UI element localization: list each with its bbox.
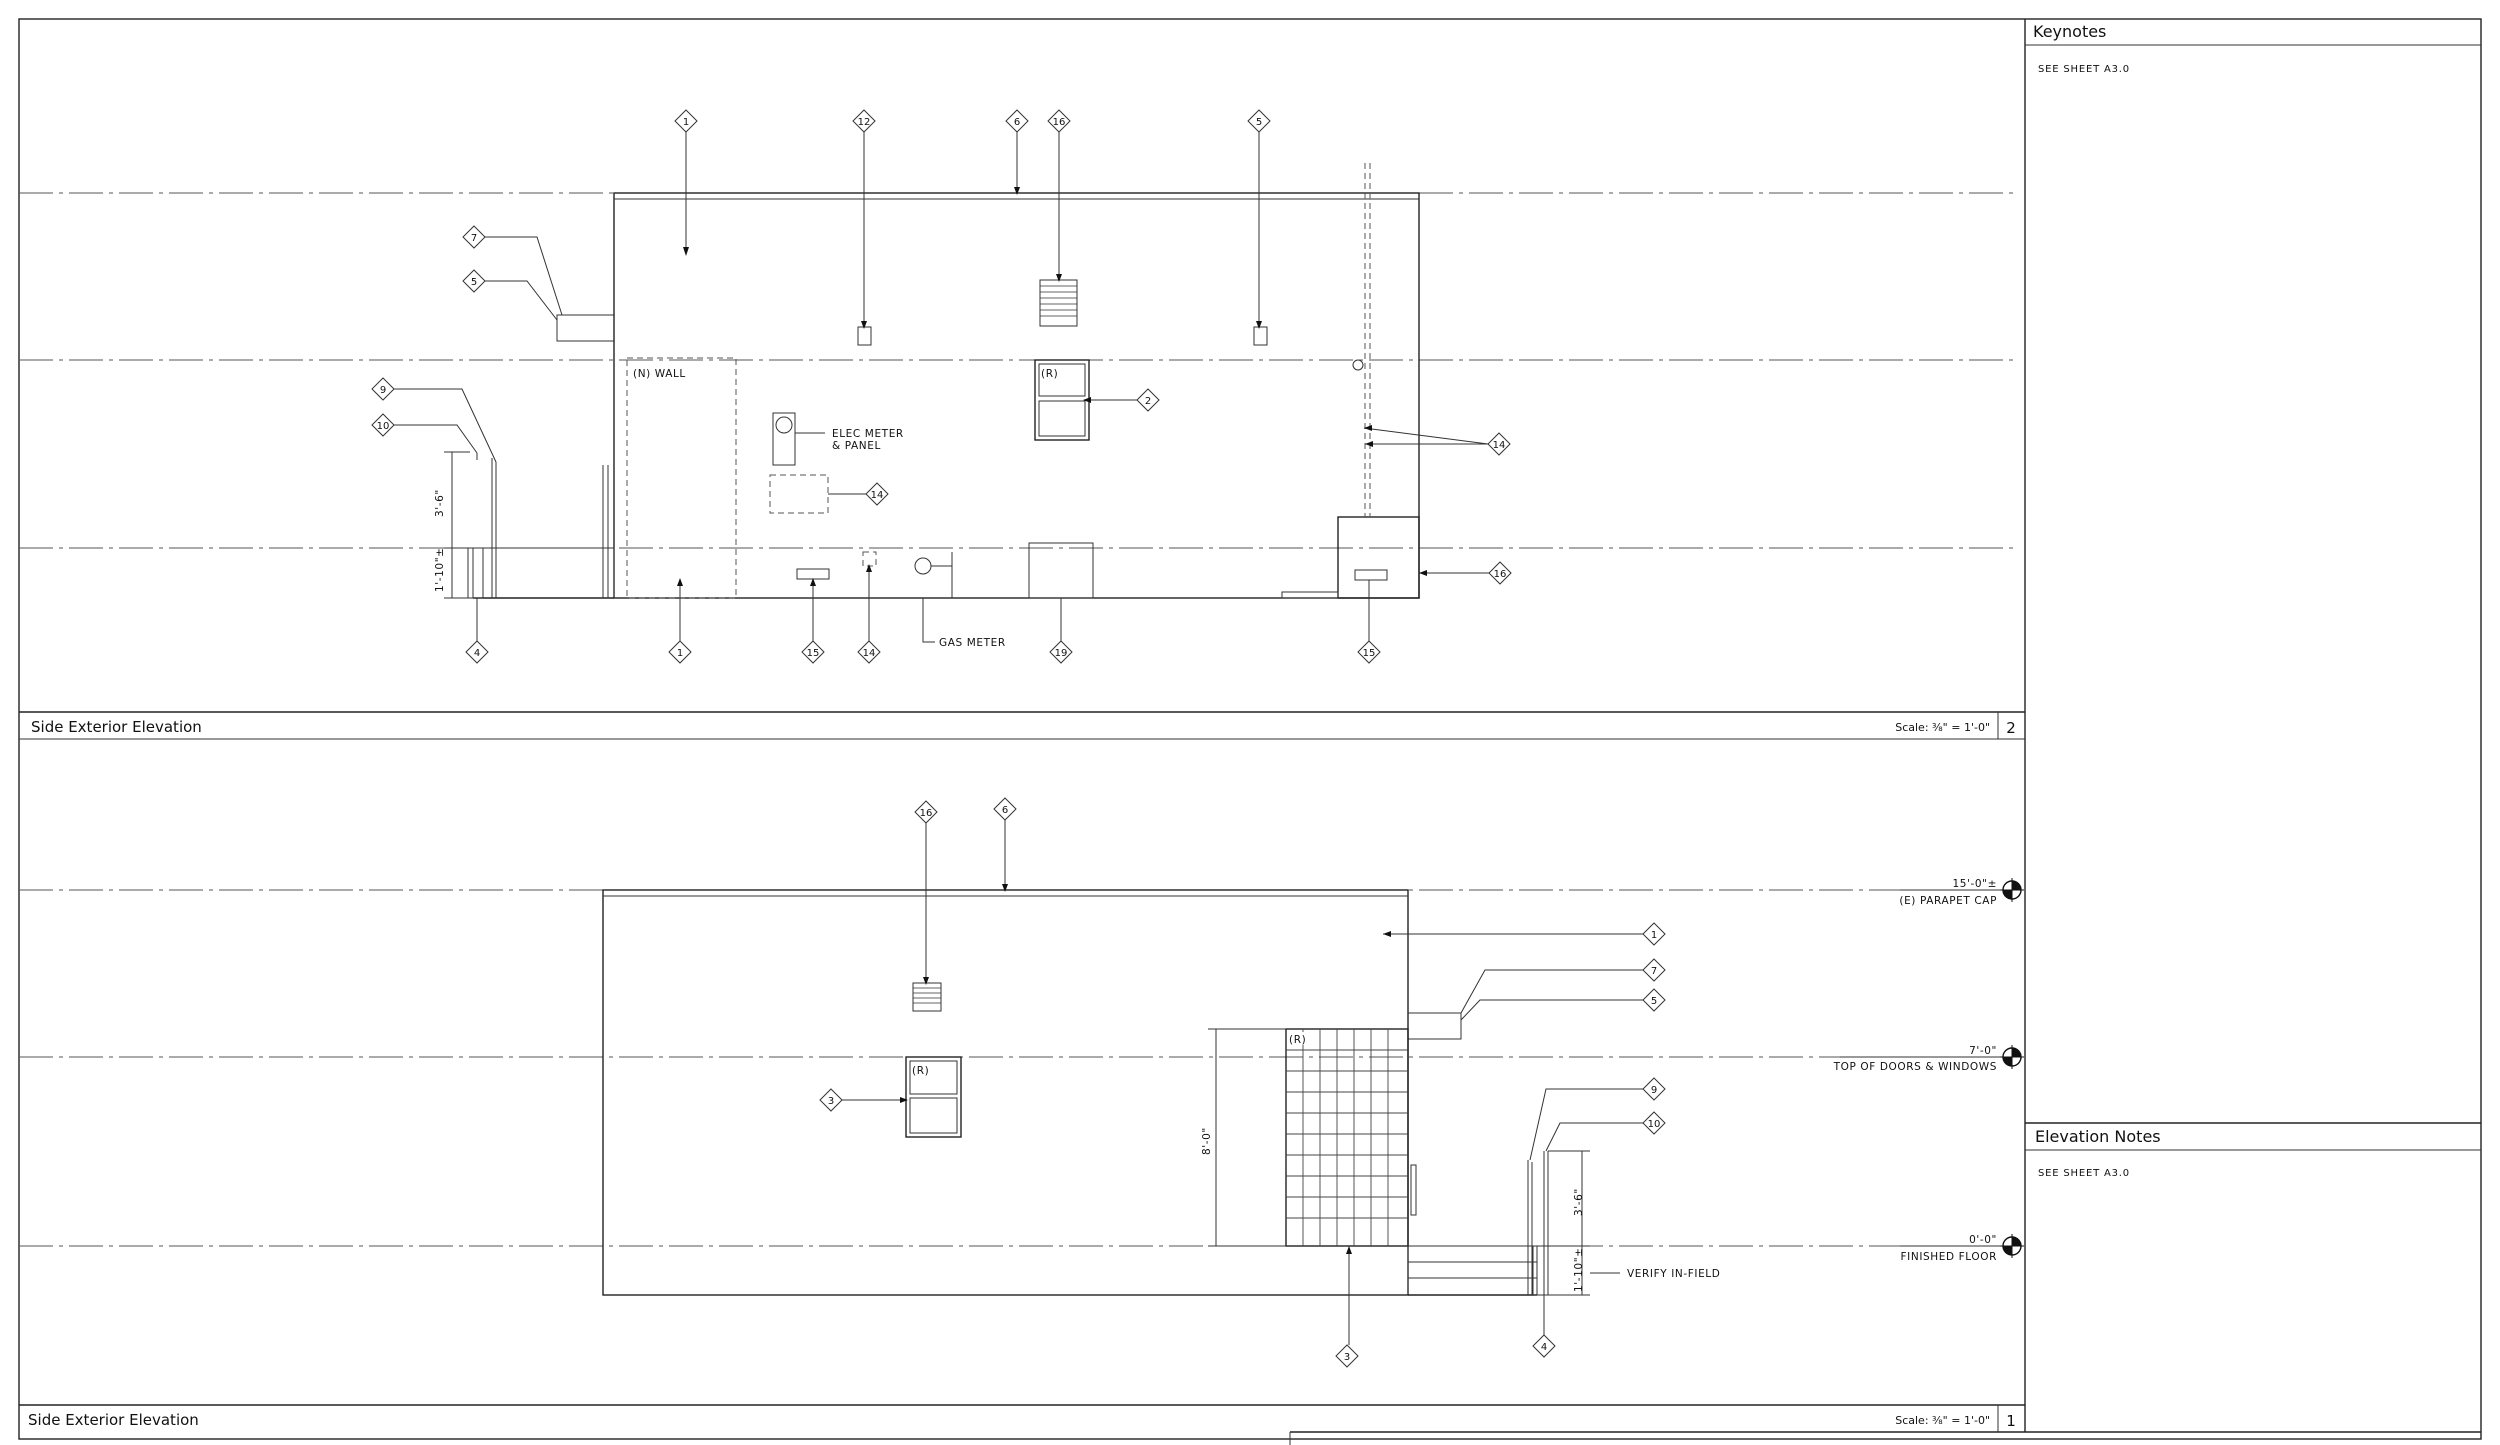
wall-light <box>1253 326 1268 346</box>
level-marker-parapet: 15'-0"± (E) PARAPET CAP <box>1899 878 2024 907</box>
window-tag: (R) <box>912 1065 929 1077</box>
keynote-tag: 10 <box>1648 1119 1661 1130</box>
building-wall <box>602 889 1409 1296</box>
keynote-tags-view-1: 16 6 1 7 5 3 9 10 3 4 <box>819 797 1666 1368</box>
keynote-tag: 14 <box>863 648 876 659</box>
level-marker-floor: 0'-0" FINISHED FLOOR <box>1900 1234 2024 1263</box>
view-title-bar-2: Side Exterior Elevation Scale: ⅜" = 1'-0… <box>31 718 2016 737</box>
exterior-stair <box>1407 1245 1538 1296</box>
keynote-tag: 4 <box>1541 1342 1547 1353</box>
new-wall-label: (N) WALL <box>633 368 686 380</box>
view-title-bar-1: Side Exterior Elevation Scale: ⅜" = 1'-0… <box>28 1411 2016 1430</box>
level-name: (E) PARAPET CAP <box>1899 895 1997 907</box>
keynote-tag: 7 <box>1651 966 1657 977</box>
keynote-tag: 9 <box>1651 1085 1657 1096</box>
keynote-tag: 16 <box>920 808 933 819</box>
view-scale-1: Scale: ⅜" = 1'-0" <box>1895 1414 1990 1427</box>
dim-rail-height: 3'-6" <box>434 489 446 517</box>
elevation-view-2: (N) WALL (R) ELEC METER & PANEL GAS METE… <box>19 109 2018 664</box>
vent-louver <box>912 982 942 1012</box>
keynote-tag: 19 <box>1055 648 1068 659</box>
keynote-tag: 2 <box>1145 396 1151 407</box>
keynote-tag: 15 <box>807 648 820 659</box>
future-panel <box>769 474 829 514</box>
dim-door-height: 8'-0" <box>1201 1127 1213 1155</box>
building-wall <box>613 192 1420 599</box>
keynote-tag: 5 <box>471 277 477 288</box>
gas-meter-label: GAS METER <box>939 637 1006 649</box>
keynote-tag: 14 <box>871 490 884 501</box>
equipment-grid-box <box>1337 516 1420 599</box>
elevation-notes-text: SEE SHEET A3.0 <box>2038 1168 2130 1179</box>
level-value: 0'-0" <box>1969 1234 1997 1246</box>
keynote-tag: 5 <box>1256 117 1262 128</box>
door-tag: (R) <box>1289 1034 1306 1046</box>
keynote-tag: 6 <box>1014 117 1020 128</box>
keynote-tag: 3 <box>1344 1352 1350 1363</box>
view-scale-2: Scale: ⅜" = 1'-0" <box>1895 721 1990 734</box>
keynote-tag: 5 <box>1651 996 1657 1007</box>
keynotes-panel: Keynotes SEE SHEET A3.0 <box>2033 22 2130 75</box>
view-title-1: Side Exterior Elevation <box>28 1411 199 1429</box>
wall-vent <box>796 568 830 580</box>
window <box>905 1056 962 1138</box>
keynote-tag: 16 <box>1053 117 1066 128</box>
view-number-1: 1 <box>2006 1412 2016 1430</box>
elevation-view-1: (R) (R) 8'-0" <box>19 797 2024 1368</box>
level-name: TOP OF DOORS & WINDOWS <box>1833 1061 1997 1073</box>
keynote-tag: 1 <box>1651 930 1657 941</box>
equipment-screen <box>1028 542 1094 599</box>
view-number-2: 2 <box>2006 719 2016 737</box>
gas-meter <box>914 557 932 575</box>
keynote-tags-view-2: 1 12 6 16 5 7 5 9 10 2 14 14 16 4 1 15 1… <box>371 109 1512 664</box>
window-tag: (R) <box>1041 368 1058 380</box>
exterior-stair <box>472 547 615 599</box>
keynote-tag: 16 <box>1494 569 1507 580</box>
elec-panel-label: & PANEL <box>832 440 881 452</box>
elec-meter <box>772 412 796 466</box>
elec-meter-label: ELEC METER <box>832 428 904 440</box>
keynote-tag: 3 <box>828 1096 834 1107</box>
wall-light <box>857 326 872 346</box>
keynote-tag: 1 <box>677 648 683 659</box>
keynote-tag: 10 <box>377 421 390 432</box>
level-name: FINISHED FLOOR <box>1901 1251 1997 1263</box>
level-value: 7'-0" <box>1969 1045 1997 1057</box>
keynote-tag: 4 <box>474 648 480 659</box>
elevation-notes-panel: Elevation Notes SEE SHEET A3.0 <box>2035 1127 2161 1179</box>
keynote-tag: 12 <box>858 117 871 128</box>
door-handle <box>1410 1164 1417 1216</box>
dim-rail-height: 3'-6" <box>1573 1188 1585 1216</box>
level-value: 15'-0"± <box>1952 878 1997 890</box>
verify-in-field-note: VERIFY IN-FIELD <box>1627 1268 1720 1280</box>
new-wall <box>626 357 737 599</box>
view-title-2: Side Exterior Elevation <box>31 718 202 736</box>
keynote-tag: 1 <box>683 117 689 128</box>
keynotes-text: SEE SHEET A3.0 <box>2038 64 2130 75</box>
sheet-frame <box>18 18 2482 1445</box>
glass-door <box>1285 1028 1409 1247</box>
keynote-tag: 14 <box>1493 440 1506 451</box>
dim-stair-height: 1'-10"± <box>434 547 446 592</box>
keynote-tag: 7 <box>471 233 477 244</box>
keynote-tag: 15 <box>1363 648 1376 659</box>
dim-stair-height: 1'-10"± <box>1573 1247 1585 1292</box>
level-marker-doors: 7'-0" TOP OF DOORS & WINDOWS <box>1833 1045 2024 1073</box>
keynotes-title: Keynotes <box>2033 22 2106 41</box>
vent-louver <box>1039 279 1078 327</box>
keynote-tag: 6 <box>1002 805 1008 816</box>
keynote-tag: 9 <box>380 385 386 396</box>
elevation-notes-title: Elevation Notes <box>2035 1127 2161 1146</box>
